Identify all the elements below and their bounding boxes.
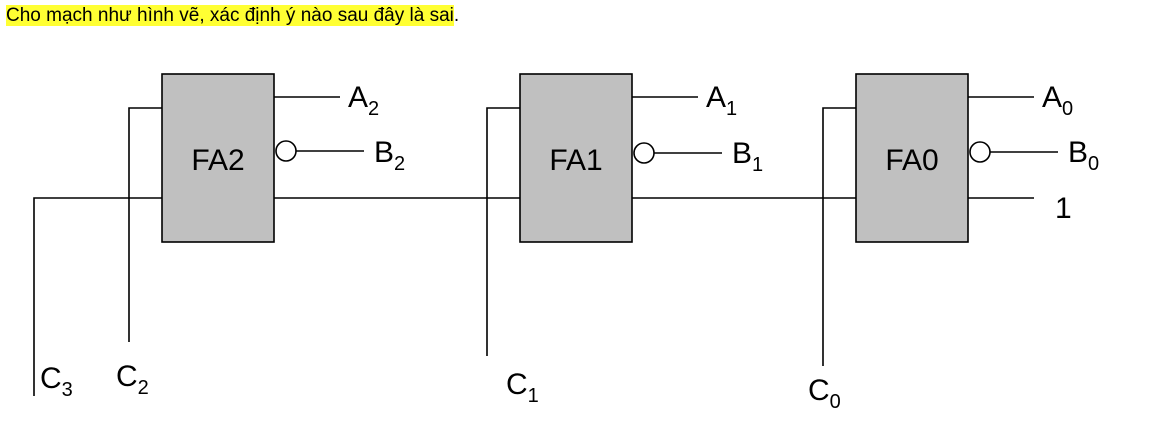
c3-label: C3 (40, 362, 73, 401)
c1-label: C1 (506, 368, 539, 407)
a1-label: A1 (706, 81, 737, 120)
cin-label: 1 (1055, 192, 1072, 225)
fa1-b-inverter-bubble (633, 142, 655, 164)
c1-tap-wire (486, 107, 520, 356)
question-text: Cho mạch như hình vẽ, xác định ý nào sau… (6, 4, 459, 28)
fa2-block (161, 73, 275, 243)
question-end: . (453, 5, 460, 26)
a2-label: A2 (348, 81, 379, 120)
c2-tap-wire (128, 107, 162, 342)
c0-label: C0 (808, 374, 841, 413)
fa0-label: FA0 (885, 144, 938, 177)
fa0-block (855, 73, 969, 243)
c3-out-wire (33, 197, 162, 396)
a0-label: A0 (1042, 81, 1073, 120)
fa2-b-inverter-bubble (275, 140, 297, 162)
question-highlight: Cho mạch như hình vẽ, xác định ý nào sau… (6, 5, 454, 26)
fa1-label: FA1 (549, 144, 602, 177)
b0-label: B0 (1068, 136, 1099, 175)
c0-tap-wire (822, 107, 856, 366)
fa1-block (519, 73, 633, 243)
c2-label: C2 (116, 360, 149, 399)
fa2-label: FA2 (191, 144, 244, 177)
fa0-b-inverter-bubble (969, 141, 991, 163)
b1-label: B1 (732, 137, 763, 176)
b2-label: B2 (374, 136, 405, 175)
